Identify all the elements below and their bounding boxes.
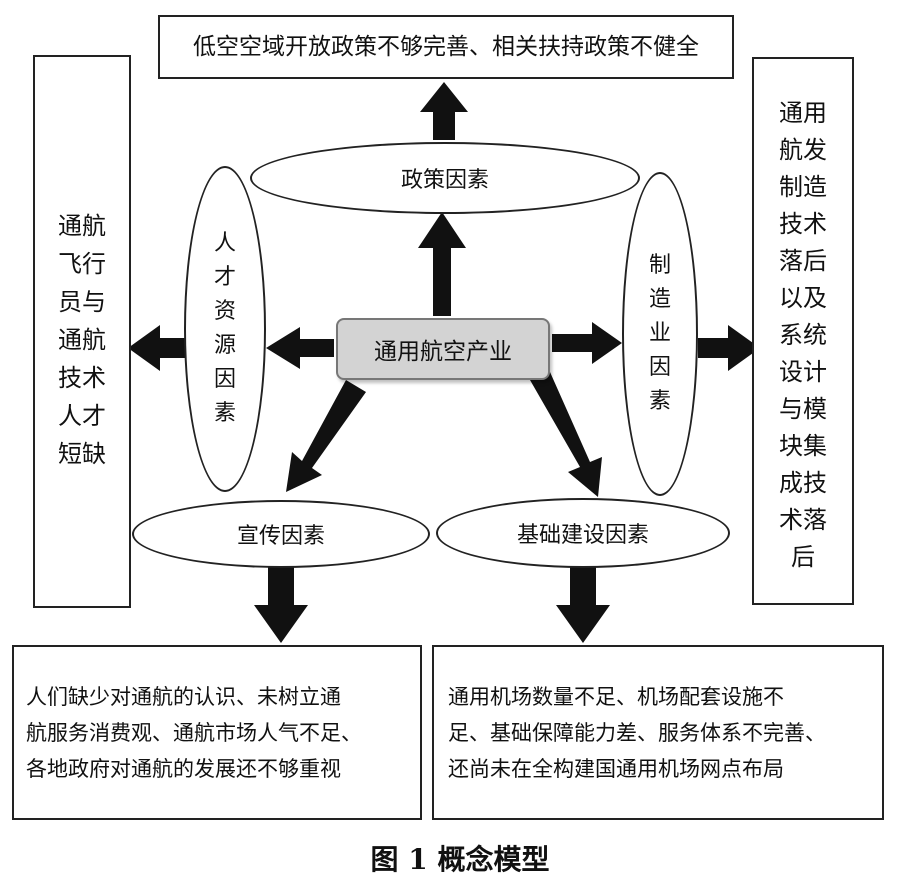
char: 造	[648, 287, 671, 312]
arrow-center-to-infrastructure	[530, 372, 602, 497]
manufacturing-factor-ellipse: 制 造 业 因 素	[622, 172, 698, 496]
general-aviation-industry-box: 通用航空产业	[336, 318, 550, 380]
arrow-center-to-manufacturing	[552, 322, 622, 364]
infrastructure-outcome-box: 通用机场数量不足、机场配套设施不 足、基础保障能力差、服务体系不完善、 还尚未在…	[432, 645, 884, 820]
text-line: 航发	[779, 136, 827, 164]
arrow-center-to-talent	[266, 327, 334, 369]
text-line: 通航	[58, 212, 106, 240]
talent-factor-ellipse: 人 才 资 源 因 素	[184, 166, 266, 492]
text-line: 各地政府对通航的发展还不够重视	[26, 757, 341, 781]
publicity-factor-ellipse: 宣传因素	[132, 500, 430, 568]
text-line: 系统	[779, 321, 827, 349]
infrastructure-factor-label: 基础建设因素	[516, 523, 649, 548]
text-line: 航服务消费观、通航市场人气不足、	[26, 721, 362, 745]
infrastructure-factor-ellipse: 基础建设因素	[436, 498, 730, 568]
char: 素	[213, 401, 236, 426]
text-line: 还尚未在全构建国通用机场网点布局	[448, 757, 784, 781]
char: 制	[648, 253, 671, 278]
text-line: 人才	[58, 402, 106, 430]
infrastructure-outcome-text: 通用机场数量不足、机场配套设施不 足、基础保障能力差、服务体系不完善、 还尚未在…	[448, 679, 878, 787]
figure-caption: 图 1 概念模型	[370, 843, 550, 876]
publicity-outcome-box: 人们缺少对通航的认识、未树立通 航服务消费观、通航市场人气不足、 各地政府对通航…	[12, 645, 422, 820]
publicity-outcome-text: 人们缺少对通航的认识、未树立通 航服务消费观、通航市场人气不足、 各地政府对通航…	[26, 679, 416, 787]
char: 业	[648, 321, 671, 346]
char: 才	[213, 265, 236, 290]
arrow-infrastructure-to-bottom-right	[556, 565, 610, 643]
arrow-talent-to-left	[128, 325, 186, 371]
text-line: 后	[791, 543, 815, 571]
text-line: 通用	[779, 99, 827, 127]
text-line: 技术	[779, 210, 827, 238]
text-line: 成技	[779, 469, 827, 497]
general-aviation-industry-label: 通用航空产业	[374, 339, 512, 365]
policy-factor-label: 政策因素	[400, 168, 489, 193]
arrow-manufacturing-to-right	[698, 325, 760, 371]
char: 人	[213, 231, 236, 256]
policy-outcome-box: 低空空域开放政策不够完善、相关扶持政策不健全	[158, 15, 734, 79]
text-line: 设计	[779, 358, 827, 386]
manufacturing-outcome-box: 通用 航发 制造 技术 落后 以及 系统 设计 与模 块集 成技 术落 后	[752, 57, 854, 605]
char: 因	[213, 367, 236, 392]
arrow-publicity-to-bottom-left	[254, 565, 308, 643]
arrow-center-to-policy	[418, 212, 466, 316]
char: 源	[213, 333, 236, 358]
text-line: 块集	[779, 432, 827, 460]
arrow-center-to-publicity	[286, 380, 366, 492]
talent-outcome-box: 通航 飞行 员与 通航 技术 人才 短缺	[33, 55, 131, 608]
text-line: 与模	[779, 395, 827, 423]
text-line: 足、基础保障能力差、服务体系不完善、	[448, 721, 826, 745]
text-line: 技术	[58, 364, 106, 392]
text-line: 短缺	[58, 440, 106, 468]
text-line: 术落	[779, 506, 827, 534]
text-line: 落后	[779, 247, 827, 275]
manufacturing-outcome-text: 通用 航发 制造 技术 落后 以及 系统 设计 与模 块集 成技 术落 后	[754, 95, 852, 576]
char: 素	[648, 389, 671, 414]
text-line: 员与	[58, 288, 106, 316]
text-line: 以及	[779, 284, 827, 312]
publicity-factor-label: 宣传因素	[236, 524, 325, 549]
arrow-policy-to-top	[420, 82, 468, 140]
policy-factor-ellipse: 政策因素	[250, 142, 640, 214]
talent-outcome-text: 通航 飞行 员与 通航 技术 人才 短缺	[35, 207, 129, 473]
char: 资	[213, 299, 236, 324]
text-line: 制造	[779, 173, 827, 201]
char: 因	[648, 355, 671, 380]
text-line: 飞行	[58, 250, 106, 278]
text-line: 人们缺少对通航的认识、未树立通	[26, 685, 341, 709]
policy-outcome-text: 低空空域开放政策不够完善、相关扶持政策不健全	[193, 34, 699, 60]
text-line: 通航	[58, 326, 106, 354]
text-line: 通用机场数量不足、机场配套设施不	[448, 685, 784, 709]
